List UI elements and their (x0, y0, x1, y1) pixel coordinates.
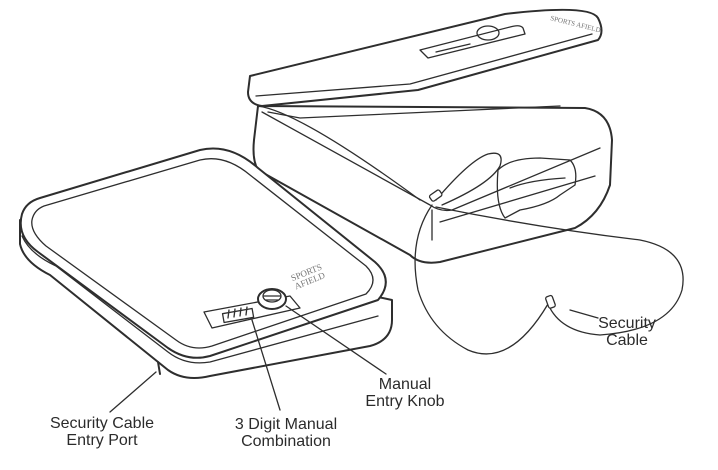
pointer-port (109, 371, 157, 413)
label-security-cable-entry-port: Security Cable Entry Port (40, 415, 164, 449)
pointer-cable (569, 309, 599, 319)
label-combination-line2: Combination (241, 433, 331, 450)
pointer-lines (109, 305, 599, 413)
label-port-line2: Entry Port (66, 432, 138, 449)
label-manual-entry-knob: Manual Entry Knob (364, 376, 446, 410)
pointer-knob (285, 305, 387, 375)
closed-safe (19, 147, 393, 379)
label-knob-line2: Entry Knob (365, 393, 445, 410)
label-security-cable: Security Cable (592, 315, 662, 349)
label-combination-line1: 3 Digit Manual (234, 416, 338, 433)
label-security-cable-line1: Security (598, 315, 656, 332)
pointer-combination (251, 319, 281, 411)
security-cable (414, 152, 684, 355)
label-3-digit-combination: 3 Digit Manual Combination (224, 416, 348, 450)
label-port-line1: Security Cable (49, 415, 155, 432)
label-security-cable-line2: Cable (606, 332, 648, 349)
label-knob-line1: Manual (378, 376, 432, 393)
